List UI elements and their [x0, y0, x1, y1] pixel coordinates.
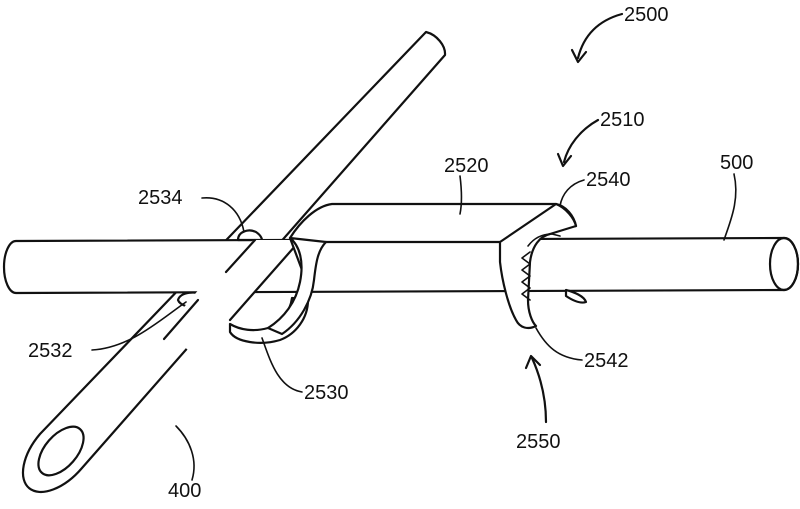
- label-2520: 2520: [444, 155, 489, 177]
- teeth-2542: [521, 251, 531, 301]
- label-2542: 2542: [584, 350, 629, 372]
- side-wall-2540: [498, 202, 578, 330]
- label-2534: 2534: [138, 187, 183, 209]
- label-2510: 2510: [600, 109, 645, 131]
- upper-tab-2534: [236, 229, 264, 242]
- horizontal-rod-500: [2, 236, 800, 295]
- label-2550: 2550: [516, 431, 561, 453]
- label-2540: 2540: [586, 169, 631, 191]
- label-400: 400: [168, 480, 201, 502]
- clip-body-2530: [228, 296, 310, 344]
- label-500: 500: [720, 152, 753, 174]
- diagonal-rod-front: [165, 240, 300, 357]
- label-2530: 2530: [304, 382, 349, 404]
- clip-2510: [266, 202, 588, 336]
- label-2532: 2532: [28, 340, 73, 362]
- label-2500: 2500: [624, 4, 669, 26]
- leaders: [91, 12, 737, 481]
